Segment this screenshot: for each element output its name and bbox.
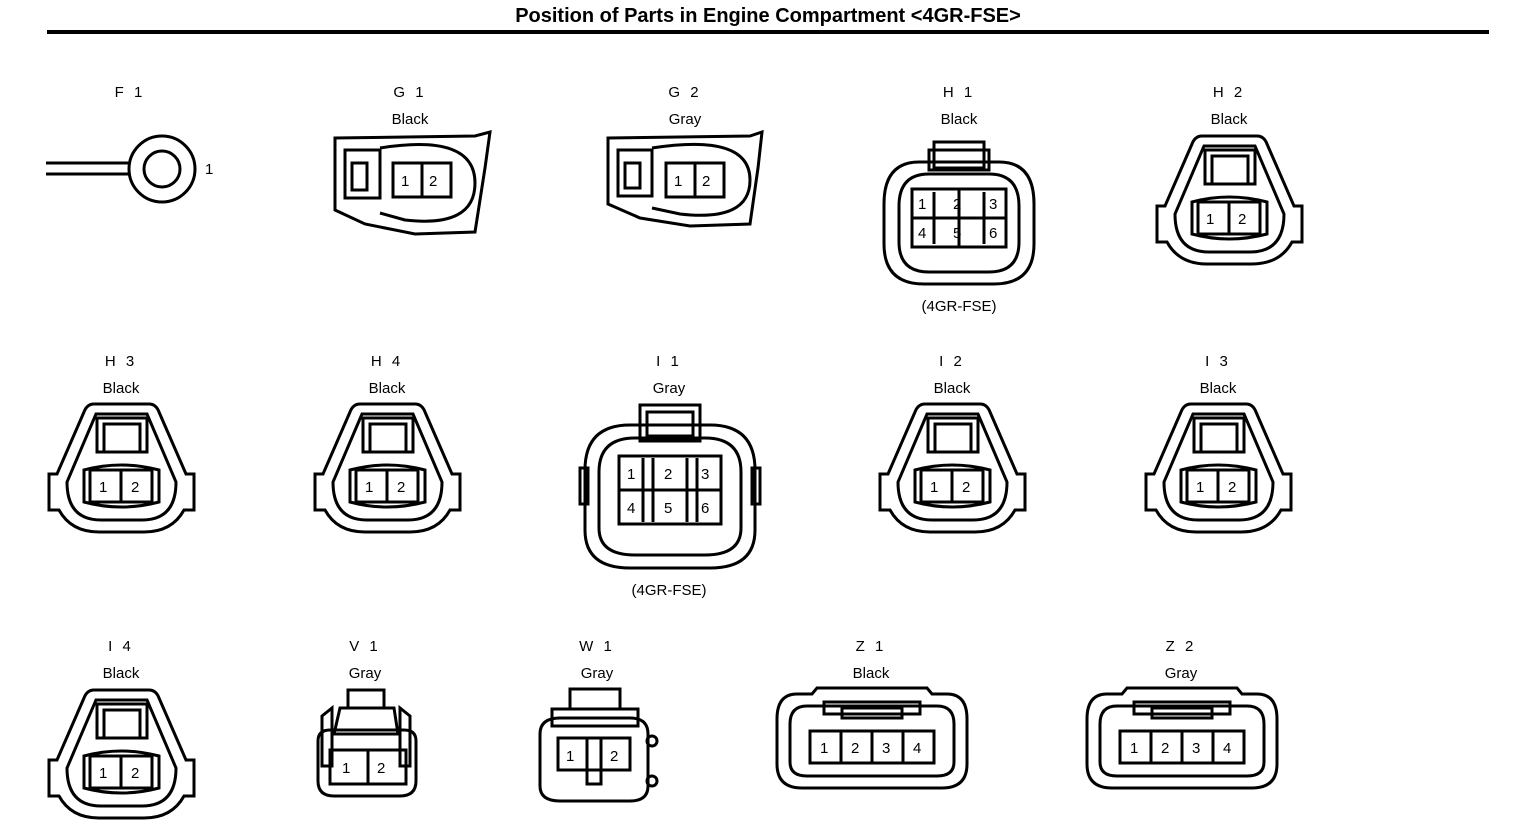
connector-id: V 1 <box>349 638 381 655</box>
connector-h4-diagram: 1 2 <box>313 402 462 534</box>
connector-f1-diagram: 1 <box>46 134 213 204</box>
pin-label: 3 <box>882 740 890 757</box>
pin-label: 1 <box>99 479 107 496</box>
pin-label: 2 <box>702 173 710 190</box>
pin-label: 3 <box>1192 740 1200 757</box>
connector-id: H 3 <box>104 353 138 370</box>
connector-i1-diagram: 1 2 3 4 5 6 <box>578 403 762 570</box>
pin-label: 2 <box>397 479 405 496</box>
connector-id: Z 2 <box>1165 638 1197 655</box>
connector-color: Black <box>368 380 406 397</box>
pin-label: 1 <box>1130 740 1138 757</box>
connector-i4-diagram: 1 2 <box>47 688 196 820</box>
pin-label: 2 <box>1161 740 1169 757</box>
connector-h3-diagram: 1 2 <box>47 402 196 534</box>
connector-id: W 1 <box>579 638 615 655</box>
connector-color: Black <box>1199 380 1237 397</box>
pin-label: 1 <box>401 173 409 190</box>
pin-label: 2 <box>851 740 859 757</box>
pin-label: 1 <box>342 760 350 777</box>
connector-h1-diagram: 1 2 3 4 5 6 <box>882 140 1036 286</box>
connector-color: Black <box>391 111 429 128</box>
pin-label: 2 <box>377 760 385 777</box>
connector-z2-diagram: 1 2 3 4 <box>1085 686 1279 790</box>
pin-label: 6 <box>989 225 997 242</box>
pin-label: 4 <box>627 500 635 517</box>
pin-label: 1 <box>99 765 107 782</box>
pin-label: 2 <box>962 479 970 496</box>
connector-color: Gray <box>580 665 614 682</box>
pin-label: 1 <box>205 161 213 178</box>
pin-label: 3 <box>989 196 997 213</box>
connector-color: Gray <box>652 380 686 397</box>
connector-note: (4GR-FSE) <box>631 582 707 599</box>
pin-label: 4 <box>918 225 926 242</box>
connector-color: Black <box>1210 111 1248 128</box>
pin-label: 1 <box>918 196 926 213</box>
connector-id: F 1 <box>114 84 146 101</box>
connector-color: Gray <box>348 665 382 682</box>
connector-h2-diagram: 1 2 <box>1155 134 1304 266</box>
connector-id: H 2 <box>1212 84 1246 101</box>
pin-label: 6 <box>701 500 709 517</box>
connector-w1-diagram: 1 2 <box>538 687 659 803</box>
pin-label: 2 <box>610 748 618 765</box>
pin-label: 2 <box>131 765 139 782</box>
pin-label: 1 <box>1196 479 1204 496</box>
connector-color: Gray <box>668 111 702 128</box>
connector-color: Gray <box>1164 665 1198 682</box>
pin-label: 2 <box>1238 211 1246 228</box>
connector-g1-diagram: 1 2 <box>333 129 492 236</box>
pin-label: 1 <box>365 479 373 496</box>
connector-id: I 2 <box>939 353 965 370</box>
connector-id: G 2 <box>668 84 702 101</box>
connector-id: I 3 <box>1205 353 1231 370</box>
connector-id: H 1 <box>942 84 976 101</box>
pin-label: 2 <box>1228 479 1236 496</box>
connector-v1-diagram: 1 2 <box>316 688 418 798</box>
connector-i3-diagram: 1 2 <box>1144 402 1293 534</box>
pin-label: 1 <box>566 748 574 765</box>
pin-label: 4 <box>1223 740 1231 757</box>
connector-g2-diagram: 1 2 <box>606 129 764 228</box>
pin-label: 2 <box>429 173 437 190</box>
pin-label: 2 <box>131 479 139 496</box>
connector-i2-diagram: 1 2 <box>878 402 1027 534</box>
connector-color: Black <box>102 665 140 682</box>
connector-z1-diagram: 1 2 3 4 <box>775 686 969 790</box>
connector-color: Black <box>102 380 140 397</box>
connector-color: Black <box>852 665 890 682</box>
pin-label: 3 <box>701 466 709 483</box>
pin-label: 2 <box>664 466 672 483</box>
connector-id: Z 1 <box>855 638 887 655</box>
page-title: Position of Parts in Engine Compartment … <box>515 5 1021 27</box>
pin-label: 1 <box>930 479 938 496</box>
pin-label: 1 <box>674 173 682 190</box>
connector-color: Black <box>933 380 971 397</box>
pin-label: 2 <box>953 196 961 213</box>
pin-label: 1 <box>820 740 828 757</box>
pin-label: 4 <box>913 740 921 757</box>
pin-label: 1 <box>627 466 635 483</box>
pin-label: 1 <box>1206 211 1214 228</box>
connector-id: I 4 <box>108 638 134 655</box>
connector-id: I 1 <box>656 353 682 370</box>
connector-note: (4GR-FSE) <box>921 298 997 315</box>
connector-color: Black <box>940 111 978 128</box>
pin-label: 5 <box>664 500 672 517</box>
title-rule <box>47 30 1489 34</box>
connector-id: G 1 <box>393 84 427 101</box>
pin-label: 5 <box>953 225 961 242</box>
connector-id: H 4 <box>370 353 404 370</box>
